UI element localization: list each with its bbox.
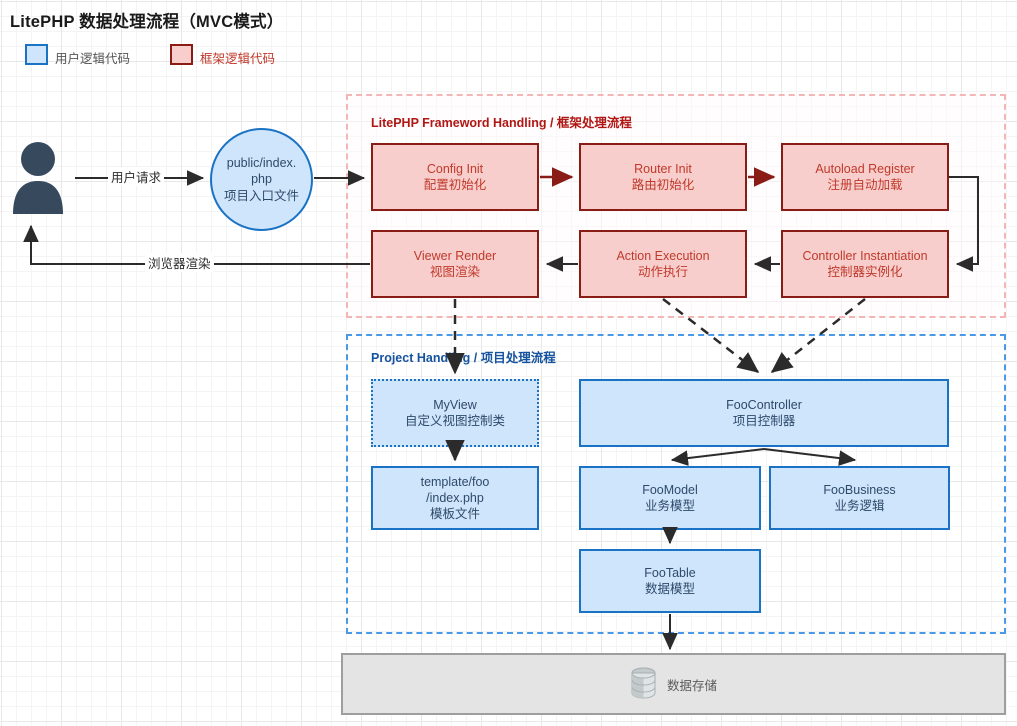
- node-controller-instantiation-en: Controller Instantiation: [802, 248, 928, 263]
- project-zone-label: Project Handling / 项目处理流程: [371, 351, 556, 365]
- user-actor-icon: [10, 140, 66, 218]
- node-router-init-zh: 路由初始化: [631, 178, 695, 192]
- node-foobusiness-en: FooBusiness: [823, 482, 896, 497]
- node-autoload-register-en: Autoload Register: [815, 161, 915, 176]
- node-foocontroller-zh: 项目控制器: [732, 414, 796, 428]
- node-myview-en: MyView: [433, 397, 477, 412]
- node-foobusiness-zh: 业务逻辑: [834, 499, 885, 513]
- legend-swatch-framework: [170, 44, 193, 65]
- node-autoload-register-zh: 注册自动加载: [827, 178, 903, 192]
- node-data-storage[interactable]: 数据存储: [341, 653, 1006, 715]
- edge-label-user-request: 用户请求: [108, 167, 165, 186]
- node-foomodel[interactable]: FooModel 业务模型: [579, 466, 761, 530]
- node-config-init[interactable]: Config Init 配置初始化: [371, 143, 539, 211]
- entry-line3: 项目入口文件: [223, 188, 299, 203]
- node-viewer-render-en: Viewer Render: [413, 248, 497, 263]
- framework-zone-label: LitePHP Frameword Handling / 框架处理流程: [371, 116, 632, 130]
- node-config-init-zh: 配置初始化: [423, 178, 487, 192]
- node-footable-en: FooTable: [644, 565, 696, 580]
- node-router-init[interactable]: Router Init 路由初始化: [579, 143, 747, 211]
- node-foobusiness[interactable]: FooBusiness 业务逻辑: [769, 466, 950, 530]
- entry-line1: public/index.: [226, 156, 297, 171]
- data-storage-label: 数据存储: [666, 678, 717, 693]
- node-foocontroller-en: FooController: [726, 397, 802, 412]
- node-action-execution-en: Action Execution: [616, 248, 710, 263]
- node-template-foo-en2: /index.php: [426, 490, 484, 505]
- node-footable[interactable]: FooTable 数据模型: [579, 549, 761, 613]
- node-autoload-register[interactable]: Autoload Register 注册自动加载: [781, 143, 949, 211]
- node-foomodel-zh: 业务模型: [644, 499, 695, 513]
- legend-swatch-user: [25, 44, 48, 65]
- node-template-foo[interactable]: template/foo /index.php 模板文件: [371, 466, 539, 530]
- node-foocontroller[interactable]: FooController 项目控制器: [579, 379, 949, 447]
- node-entry-point[interactable]: public/index. php 项目入口文件: [210, 128, 313, 231]
- node-controller-instantiation-zh: 控制器实例化: [827, 265, 903, 279]
- database-icon: [630, 667, 657, 702]
- node-footable-zh: 数据模型: [644, 582, 695, 596]
- node-action-execution-zh: 动作执行: [637, 265, 688, 279]
- node-foomodel-en: FooModel: [642, 482, 698, 497]
- node-config-init-en: Config Init: [426, 161, 484, 176]
- node-viewer-render[interactable]: Viewer Render 视图渲染: [371, 230, 539, 298]
- node-myview[interactable]: MyView 自定义视图控制类: [371, 379, 539, 447]
- node-action-execution[interactable]: Action Execution 动作执行: [579, 230, 747, 298]
- node-viewer-render-zh: 视图渲染: [429, 265, 480, 279]
- node-router-init-en: Router Init: [634, 161, 692, 176]
- entry-line2: php: [251, 172, 272, 187]
- page-title: LitePHP 数据处理流程（MVC模式）: [10, 13, 284, 31]
- legend-label-user: 用户逻辑代码: [55, 52, 131, 66]
- node-template-foo-en: template/foo: [420, 474, 490, 489]
- node-myview-zh: 自定义视图控制类: [404, 414, 505, 428]
- node-template-foo-zh: 模板文件: [429, 507, 480, 522]
- edge-label-browser-render: 浏览器渲染: [145, 253, 214, 272]
- legend-label-framework: 框架逻辑代码: [200, 52, 276, 66]
- node-controller-instantiation[interactable]: Controller Instantiation 控制器实例化: [781, 230, 949, 298]
